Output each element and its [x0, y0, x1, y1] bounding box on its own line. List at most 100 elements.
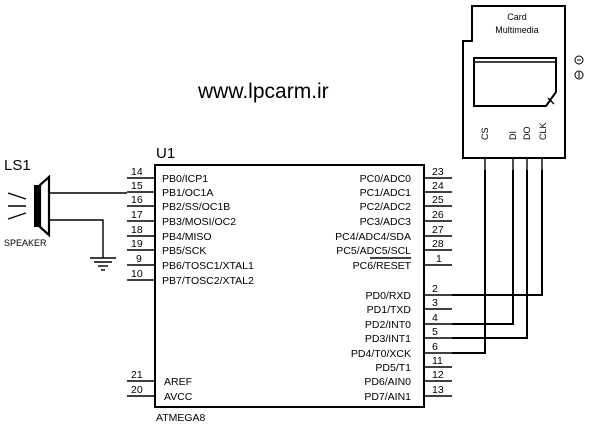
pin-number: 19: [131, 238, 143, 250]
pin-number: 26: [432, 209, 444, 221]
ground-icon: [90, 257, 116, 271]
pin-label: PC5/ADC5/SCL: [336, 245, 411, 257]
speaker-wiring: [49, 192, 127, 271]
pin-number: 23: [432, 166, 444, 178]
speaker-label: SPEAKER: [4, 238, 47, 248]
pin-label: PB5/SCK: [162, 245, 206, 257]
pin-number: 1: [436, 253, 442, 265]
left-pin-6: 9 PB6/TOSC1/XTAL1: [127, 253, 254, 272]
pin-label: PB7/TOSC2/XTAL2: [162, 275, 254, 287]
pin-number: 16: [131, 194, 143, 206]
net-cs: [452, 170, 486, 354]
speaker-icon: [7, 174, 51, 238]
right-pin-0: 23 PC0/ADC0: [360, 166, 452, 185]
right-pin-10: 5 PD3/INT1: [365, 326, 452, 345]
card-pin-clk: CLK: [538, 122, 548, 140]
pin-label: PD2/INT0: [365, 319, 411, 331]
right-pin-5: 28 PC5/ADC5/SCL: [336, 238, 452, 257]
pin-label: AREF: [164, 376, 192, 388]
pin-label: PB2/SS/OC1B: [162, 201, 230, 213]
pin-number: 13: [432, 384, 444, 396]
chip-part: ATMEGA8: [156, 412, 206, 424]
pin-label: PD0/RXD: [365, 290, 411, 302]
pin-label: PC4/ADC4/SDA: [335, 231, 411, 243]
pin-number: 4: [432, 312, 438, 324]
right-pin-2: 25 PC2/ADC2: [360, 194, 452, 213]
card-slot: [473, 57, 557, 107]
card-indicator-icon: [574, 55, 584, 80]
pin-label: PD4/T0/XCK: [351, 348, 411, 360]
net-clk: [452, 170, 543, 296]
speaker: LS1 SPEAKER: [4, 157, 51, 248]
card-pin-do: DO: [522, 127, 532, 141]
right-pin-11: 6 PD4/T0/XCK: [351, 341, 452, 360]
pin-number: 3: [432, 297, 438, 309]
pin-label: PD3/INT1: [365, 333, 411, 345]
right-pin-1: 24 PC1/ADC1: [360, 180, 452, 199]
pin-number: 24: [432, 180, 444, 192]
card-pin-cs: CS: [480, 127, 490, 140]
microcontroller: U1 ATMEGA8 14 PB0/ICP1 15 PB1/OC1A 16 PB…: [127, 145, 452, 424]
chip-body: [154, 164, 425, 408]
left-pin-5: 19 PB5/SCK: [127, 238, 206, 257]
card-wiring: [452, 158, 543, 354]
right-pin-6: 1 PC6/RESET: [353, 253, 452, 272]
card-title-2: Multimedia: [495, 25, 539, 35]
net-di: [452, 170, 514, 325]
pin-number: 10: [131, 268, 143, 280]
pin-label: PD5/T1: [375, 362, 411, 374]
left-pin-1: 15 PB1/OC1A: [127, 180, 213, 199]
right-pin-8: 3 PD1/TXD: [367, 297, 452, 316]
right-pin-14: 13 PD7/AIN1: [364, 384, 452, 403]
speaker-ref: LS1: [4, 157, 31, 174]
pin-number: 9: [136, 253, 142, 265]
left-pin-0: 14 PB0/ICP1: [127, 166, 208, 185]
left-pin-8: 21 AREF: [127, 369, 192, 388]
pin-number: 6: [432, 341, 438, 353]
right-pin-4: 27 PC4/ADC4/SDA: [335, 224, 452, 243]
pin-label: PC0/ADC0: [360, 173, 412, 185]
left-pin-4: 18 PB4/MISO: [127, 224, 212, 243]
right-pin-7: 2 PD0/RXD: [365, 283, 452, 302]
pin-label: PC6/RESET: [353, 260, 412, 272]
pin-number: 14: [131, 166, 143, 178]
pin-number: 5: [432, 326, 438, 338]
net-do: [452, 170, 528, 339]
pin-number: 20: [131, 384, 143, 396]
chip-ref: U1: [156, 145, 175, 162]
pin-label: PB6/TOSC1/XTAL1: [162, 260, 254, 272]
pin-number: 25: [432, 194, 444, 206]
website-url: www.lpcarm.ir: [197, 80, 329, 103]
pin-label: PC3/ADC3: [360, 216, 412, 228]
pin-label: PD1/TXD: [367, 304, 412, 316]
pin-label: PC1/ADC1: [360, 187, 412, 199]
right-pin-12: 11 PD5/T1: [375, 355, 452, 374]
right-pin-3: 26 PC3/ADC3: [360, 209, 452, 228]
right-pin-9: 4 PD2/INT0: [365, 312, 452, 331]
pin-number: 2: [432, 283, 438, 295]
pin-label: PD7/AIN1: [364, 391, 411, 403]
pin-label: AVCC: [164, 391, 193, 403]
pin-number: 15: [131, 180, 143, 192]
left-pin-7: 10 PB7/TOSC2/XTAL2: [127, 268, 254, 287]
pin-number: 17: [131, 209, 143, 221]
pin-label: PB4/MISO: [162, 231, 212, 243]
left-pin-2: 16 PB2/SS/OC1B: [127, 194, 230, 213]
mmc-card: Card Multimedia CS DI DO CLK: [462, 5, 584, 159]
pin-number: 28: [432, 238, 444, 250]
pin-label: PB0/ICP1: [162, 173, 208, 185]
pin-label: PD6/AIN0: [364, 376, 411, 388]
pin-number: 12: [432, 369, 444, 381]
pin-number: 18: [131, 224, 143, 236]
card-title-1: Card: [507, 12, 527, 22]
pin-label: PB3/MOSI/OC2: [162, 216, 236, 228]
pin-number: 27: [432, 224, 444, 236]
left-pin-3: 17 PB3/MOSI/OC2: [127, 209, 236, 228]
card-pin-di: DI: [508, 131, 518, 140]
pin-label: PB1/OC1A: [162, 187, 213, 199]
right-pin-13: 12 PD6/AIN0: [364, 369, 452, 388]
pin-number: 11: [432, 355, 443, 367]
pin-label: PC2/ADC2: [360, 201, 412, 213]
left-pin-9: 20 AVCC: [127, 384, 193, 403]
